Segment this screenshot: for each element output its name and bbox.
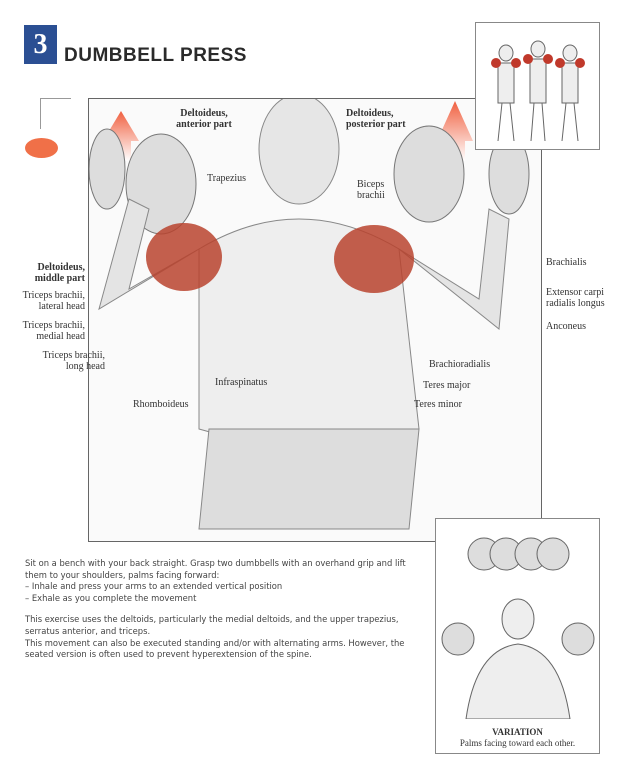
variation-caption: Palms facing toward each other. xyxy=(459,738,576,748)
variation-figure xyxy=(441,537,595,720)
anatomy-figure xyxy=(89,99,530,530)
label-rhomboideus: Rhomboideus xyxy=(133,399,189,410)
left-arm xyxy=(98,198,200,311)
label-ecrl: Extensor carpi radialis longus xyxy=(546,287,605,309)
page-title: DUMBBELL PRESS xyxy=(64,45,247,66)
right-deltoid xyxy=(334,225,414,293)
right-arm xyxy=(398,208,510,330)
label-triceps-medial: Triceps brachii, medial head xyxy=(22,320,85,342)
right-dumbbell-icon xyxy=(393,125,530,223)
label-biceps: Biceps brachii xyxy=(357,179,385,201)
inset-figures xyxy=(475,22,600,150)
left-deltoid xyxy=(146,223,222,291)
three-poses-figure xyxy=(491,40,585,142)
label-triceps-lateral: Triceps brachii, lateral head xyxy=(22,290,85,312)
exercise-number: 3 xyxy=(24,25,57,64)
bench-shorts xyxy=(198,428,420,530)
label-brachialis: Brachialis xyxy=(546,257,587,268)
variation-title: VARIATION xyxy=(492,727,543,737)
muscles-text: This exercise uses the deltoids, particu… xyxy=(25,614,399,636)
head xyxy=(258,99,340,205)
label-deltoid-anterior: Deltoideus, anterior part xyxy=(176,108,232,130)
label-teres-major: Teres major xyxy=(423,380,471,391)
label-deltoid-posterior: Deltoideus, posterior part xyxy=(346,108,406,130)
label-infraspinatus: Infraspinatus xyxy=(215,377,268,388)
marker-oval-icon xyxy=(25,138,58,158)
main-illustration: Deltoideus, anterior part Deltoideus, po… xyxy=(88,98,542,542)
label-deltoid-middle: Deltoideus, middle part xyxy=(34,262,85,284)
label-teres-minor: Teres minor xyxy=(414,399,462,410)
label-trapezius: Trapezius xyxy=(207,173,247,184)
label-anconeus: Anconeus xyxy=(546,321,586,332)
label-brachioradialis: Brachioradialis xyxy=(429,359,491,370)
intro-text: Sit on a bench with your back straight. … xyxy=(25,558,406,580)
decorative-bracket xyxy=(40,98,71,129)
description: Sit on a bench with your back straight. … xyxy=(25,558,425,671)
label-triceps-long: Triceps brachii, long head xyxy=(42,350,105,372)
note-text: This movement can also be executed stand… xyxy=(25,637,405,660)
step-1: – Inhale and press your arms to an exten… xyxy=(25,581,283,592)
step-2: – Exhale as you complete the movement xyxy=(25,592,197,603)
variation-box: VARIATION Palms facing toward each other… xyxy=(435,518,600,754)
